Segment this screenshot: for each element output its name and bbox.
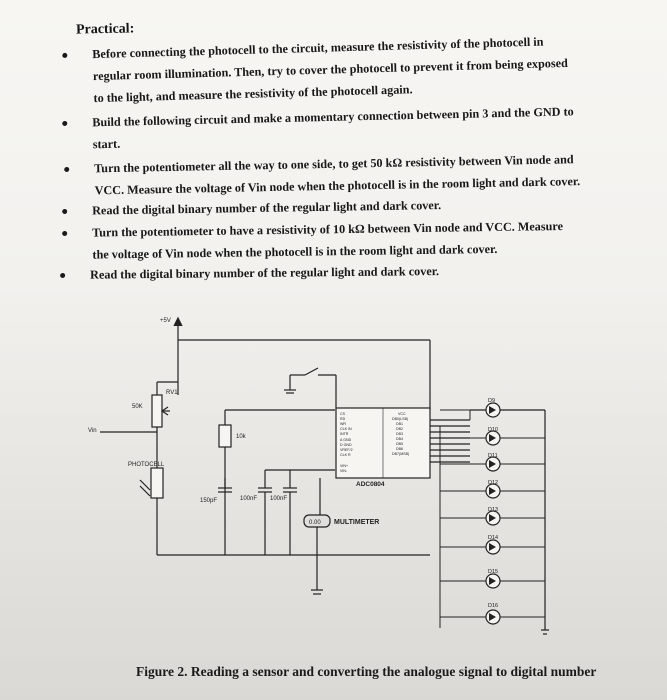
adc-pin-label: RD xyxy=(340,417,346,421)
adc-pin-label: DB1 xyxy=(396,422,403,426)
led-label: D14 xyxy=(488,535,498,541)
cap-label: 150pF xyxy=(200,498,217,504)
adc-pin-label: DB4 xyxy=(396,437,403,441)
led-d14: D14 xyxy=(485,535,501,555)
adc-pin-label: INTR xyxy=(340,432,349,436)
resistor-label: 10k xyxy=(236,434,247,440)
led-label: D15 xyxy=(488,569,498,575)
adc-pin-label: DB6 xyxy=(396,447,403,451)
led-d11: D11 xyxy=(485,453,501,472)
adc-pin-label: WR xyxy=(340,422,346,426)
pot-value-label: 50K xyxy=(132,404,143,410)
led-d9: D9 xyxy=(485,398,501,418)
adc-pin-label: DB5 xyxy=(396,442,403,446)
led-label: D16 xyxy=(488,603,498,609)
led-label: D13 xyxy=(488,507,498,513)
figure-caption: Figure 2. Reading a sensor and convertin… xyxy=(136,664,597,679)
led-diode-icon xyxy=(489,487,496,495)
meter-label: MULTIMETER xyxy=(334,519,379,526)
cap-label: 100nF xyxy=(240,496,257,502)
led-d12: D12 xyxy=(485,480,501,499)
adc-pin-label: D GND xyxy=(340,443,352,447)
led-diode-icon xyxy=(489,577,496,585)
adc-pin-label: VIN+ xyxy=(340,464,348,468)
supply-label: +5V xyxy=(160,318,171,324)
pot-label: RV1 xyxy=(166,390,178,396)
adc-pin-label: CLK IN xyxy=(340,427,352,431)
adc-pin-label: CS xyxy=(340,412,346,416)
led-diode-icon xyxy=(489,406,496,414)
led-diode-icon xyxy=(489,514,496,522)
led-diode-icon xyxy=(489,434,496,442)
led-diode-icon xyxy=(489,460,496,468)
cap-label: 100nF xyxy=(270,496,287,502)
adc-pin-label: VREF/2 xyxy=(340,448,353,452)
led-diode-icon xyxy=(489,613,496,621)
vin-label: Vin xyxy=(88,428,97,434)
led-label: D11 xyxy=(488,453,498,459)
adc-pin-label: DB2 xyxy=(396,427,403,431)
led-d10: D10 xyxy=(485,427,501,446)
led-d16: D16 xyxy=(485,603,501,625)
photocell-label: PHOTOCELL xyxy=(128,462,165,468)
led-column: D9 D10 D11 D12 D13 xyxy=(485,398,501,625)
adc-pin-label: DB7(MSB) xyxy=(392,452,409,456)
led-label: D12 xyxy=(488,480,498,486)
led-label: D10 xyxy=(488,427,498,433)
led-d13: D13 xyxy=(485,507,501,526)
adc-pin-label: VIN- xyxy=(340,469,348,473)
led-d15: D15 xyxy=(485,569,501,589)
led-diode-icon xyxy=(489,543,496,551)
led-label: D9 xyxy=(488,398,495,404)
adc-pin-label: CLK R xyxy=(340,453,351,457)
adc-pin-label: A GND xyxy=(340,438,352,442)
meter-readout: 0.00 xyxy=(309,520,321,526)
adc-pin-label: DB3 xyxy=(396,432,403,436)
adc-label: ADC0804 xyxy=(356,481,385,488)
adc-pin-label: VCC xyxy=(398,412,406,416)
adc-pin-label: DB0(LSB) xyxy=(392,417,408,421)
